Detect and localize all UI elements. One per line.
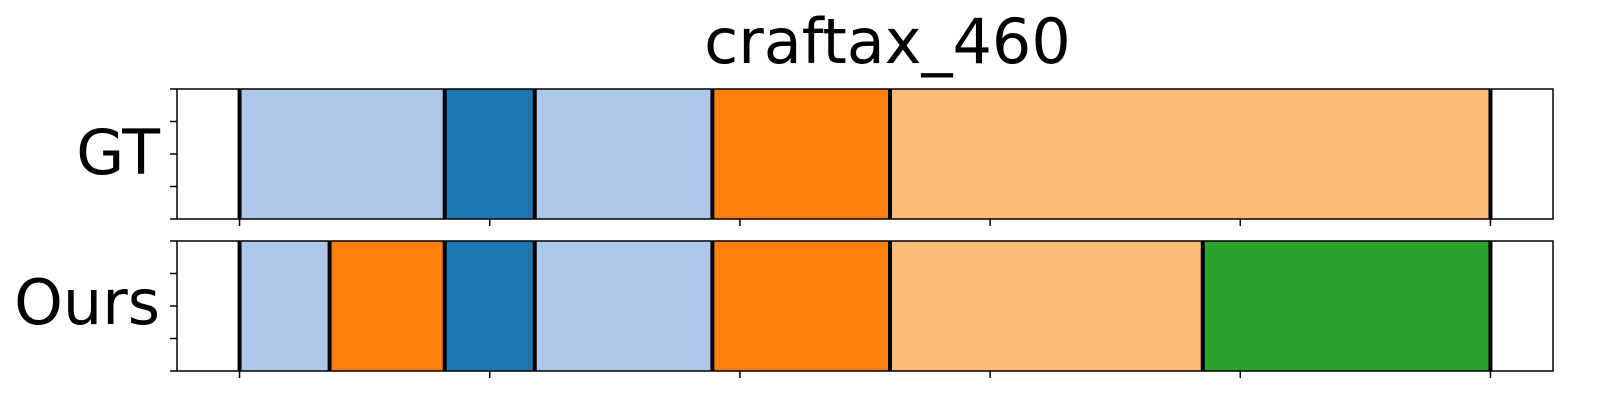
segment-ours-6 (1202, 241, 1491, 371)
segment-ours-4 (712, 241, 891, 371)
segment-ours-1 (329, 241, 445, 371)
segment-ours-3 (534, 241, 713, 371)
segment-gt-1 (444, 89, 535, 219)
segment-gt-0 (239, 89, 445, 219)
segment-gt-3 (712, 89, 891, 219)
segment-ours-0 (239, 241, 330, 371)
row-label-ours: Ours (14, 266, 160, 339)
chart-title: craftax_460 (704, 5, 1071, 78)
segment-ours-2 (444, 241, 535, 371)
segment-gt-4 (890, 89, 1491, 219)
row-label-gt: GT (76, 116, 160, 189)
segment-ours-5 (890, 241, 1203, 371)
segment-gt-2 (534, 89, 713, 219)
